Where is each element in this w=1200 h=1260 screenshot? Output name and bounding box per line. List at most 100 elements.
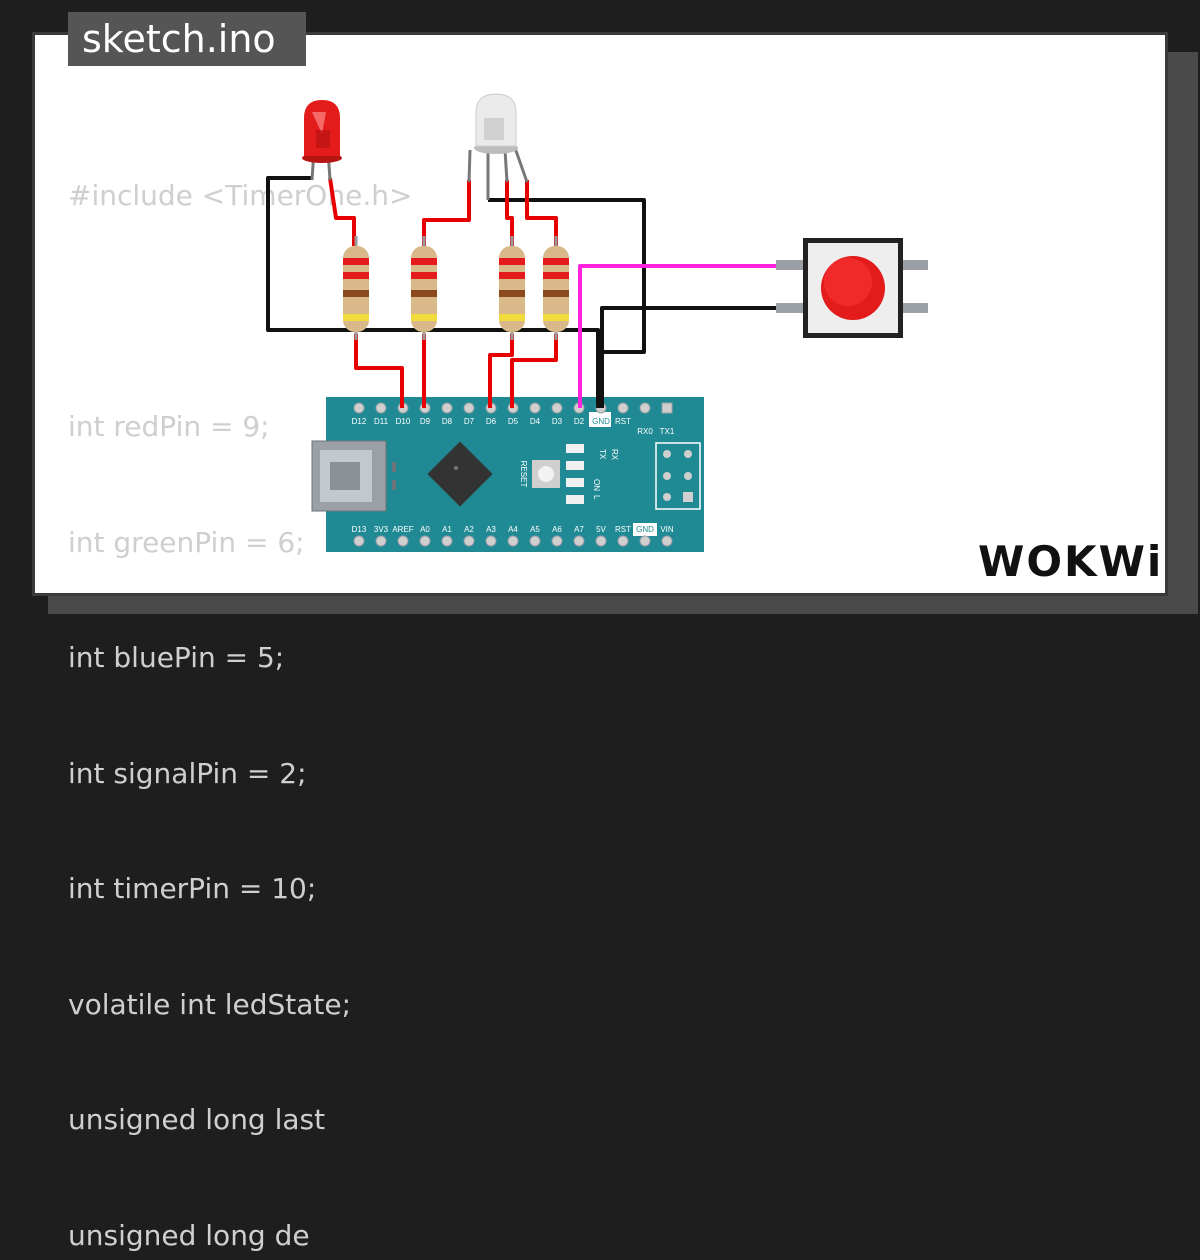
- file-tab-label: sketch.ino: [82, 17, 276, 61]
- pin-label: D12: [352, 417, 367, 426]
- resistor[interactable]: [411, 236, 437, 340]
- pin-d8[interactable]: [441, 402, 453, 414]
- pin-label: RST: [615, 417, 631, 426]
- resistor[interactable]: [343, 236, 369, 340]
- wire-red[interactable]: [510, 334, 558, 408]
- resistor[interactable]: [499, 236, 525, 340]
- red-led[interactable]: [302, 100, 342, 181]
- pin-tx1[interactable]: [661, 402, 673, 414]
- pin-label: VIN: [660, 525, 674, 534]
- wires: [266, 176, 776, 408]
- pin-5v[interactable]: [595, 535, 607, 547]
- pin-label: D6: [486, 417, 497, 426]
- rgb-led[interactable]: [467, 93, 529, 200]
- led-label-on: ON: [592, 479, 601, 491]
- pin-label: D8: [442, 417, 453, 426]
- pin-rst[interactable]: [617, 535, 629, 547]
- gnd-highlight: [589, 412, 611, 427]
- pin-gnd[interactable]: [639, 535, 651, 547]
- wire-red[interactable]: [488, 334, 514, 408]
- pin-label: A4: [508, 525, 518, 534]
- code-line: int redPin = 9;: [68, 410, 270, 443]
- mcu-chip: [427, 441, 493, 507]
- wire-red[interactable]: [422, 180, 471, 246]
- wire-red[interactable]: [328, 177, 356, 246]
- pin-label: D2: [574, 417, 585, 426]
- code-line: int greenPin = 6;: [68, 525, 305, 559]
- pin-label: A5: [530, 525, 540, 534]
- pin-d12[interactable]: [353, 402, 365, 414]
- wire-black[interactable]: [266, 176, 600, 408]
- pin-label: D13: [352, 525, 367, 534]
- pin-rx0[interactable]: [639, 402, 651, 414]
- pin-label: A6: [552, 525, 562, 534]
- icsp-header: [655, 442, 701, 510]
- wire-magenta[interactable]: [578, 264, 776, 408]
- pin-d7[interactable]: [463, 402, 475, 414]
- code-line: int timerPin = 10;: [68, 872, 317, 905]
- wire-red[interactable]: [354, 334, 404, 408]
- pin-d13[interactable]: [353, 535, 365, 547]
- pin-label: GND: [636, 525, 654, 534]
- pin-3v3[interactable]: [375, 535, 387, 547]
- pin-rst[interactable]: [617, 402, 629, 414]
- pin-a4[interactable]: [507, 535, 519, 547]
- pin-label: D5: [508, 417, 519, 426]
- usb-pin: [392, 480, 396, 490]
- push-button[interactable]: [776, 238, 928, 338]
- pin-d11[interactable]: [375, 402, 387, 414]
- pin-a2[interactable]: [463, 535, 475, 547]
- pin-a6[interactable]: [551, 535, 563, 547]
- wire-red[interactable]: [505, 180, 514, 246]
- resistor[interactable]: [543, 236, 569, 340]
- status-led: [566, 444, 584, 453]
- pin-d4[interactable]: [529, 402, 541, 414]
- wire-black[interactable]: [600, 306, 776, 408]
- pin-label: A1: [442, 525, 452, 534]
- pin-aref[interactable]: [397, 535, 409, 547]
- led-label-rx: RX: [610, 449, 619, 461]
- pin-label: A3: [486, 525, 496, 534]
- wire-red[interactable]: [525, 180, 558, 246]
- pin-label: D9: [420, 417, 431, 426]
- pin-label: A0: [420, 525, 430, 534]
- file-tab[interactable]: sketch.ino: [68, 12, 306, 66]
- pin-a1[interactable]: [441, 535, 453, 547]
- pin-a3[interactable]: [485, 535, 497, 547]
- pin-label: AREF: [392, 525, 413, 534]
- chip-dot: [454, 466, 458, 470]
- status-led: [566, 478, 584, 487]
- pin-d3[interactable]: [551, 402, 563, 414]
- led-label-tx: TX: [598, 449, 607, 460]
- gnd-highlight: [633, 523, 657, 536]
- pin-label: 3V3: [374, 525, 389, 534]
- pin-a5[interactable]: [529, 535, 541, 547]
- pin-label: D10: [396, 417, 411, 426]
- reset-label: RESET: [519, 461, 528, 488]
- code-line: unsigned long de: [68, 1218, 310, 1252]
- reset-button-cap: [538, 466, 554, 482]
- code-line: #include <TimerOne.h>: [68, 179, 413, 212]
- code-line: int bluePin = 5;: [68, 641, 285, 674]
- pin-label: A7: [574, 525, 584, 534]
- status-led: [566, 495, 584, 504]
- pin-label: TX1: [660, 427, 675, 436]
- resistors: [343, 236, 569, 340]
- pin-label: 5V: [596, 525, 606, 534]
- wokwi-logo-text: WOKWi: [978, 537, 1163, 586]
- wire-black[interactable]: [488, 198, 646, 354]
- pin-label: D7: [464, 417, 475, 426]
- code-line: unsigned long last: [68, 1103, 326, 1136]
- led-label-l: L: [592, 495, 601, 500]
- code-line: int signalPin = 2;: [68, 756, 307, 790]
- pin-a0[interactable]: [419, 535, 431, 547]
- usb-pin: [392, 462, 396, 472]
- pin-a7[interactable]: [573, 535, 585, 547]
- pin-label: A2: [464, 525, 474, 534]
- pin-vin[interactable]: [661, 535, 673, 547]
- pin-label: D3: [552, 417, 563, 426]
